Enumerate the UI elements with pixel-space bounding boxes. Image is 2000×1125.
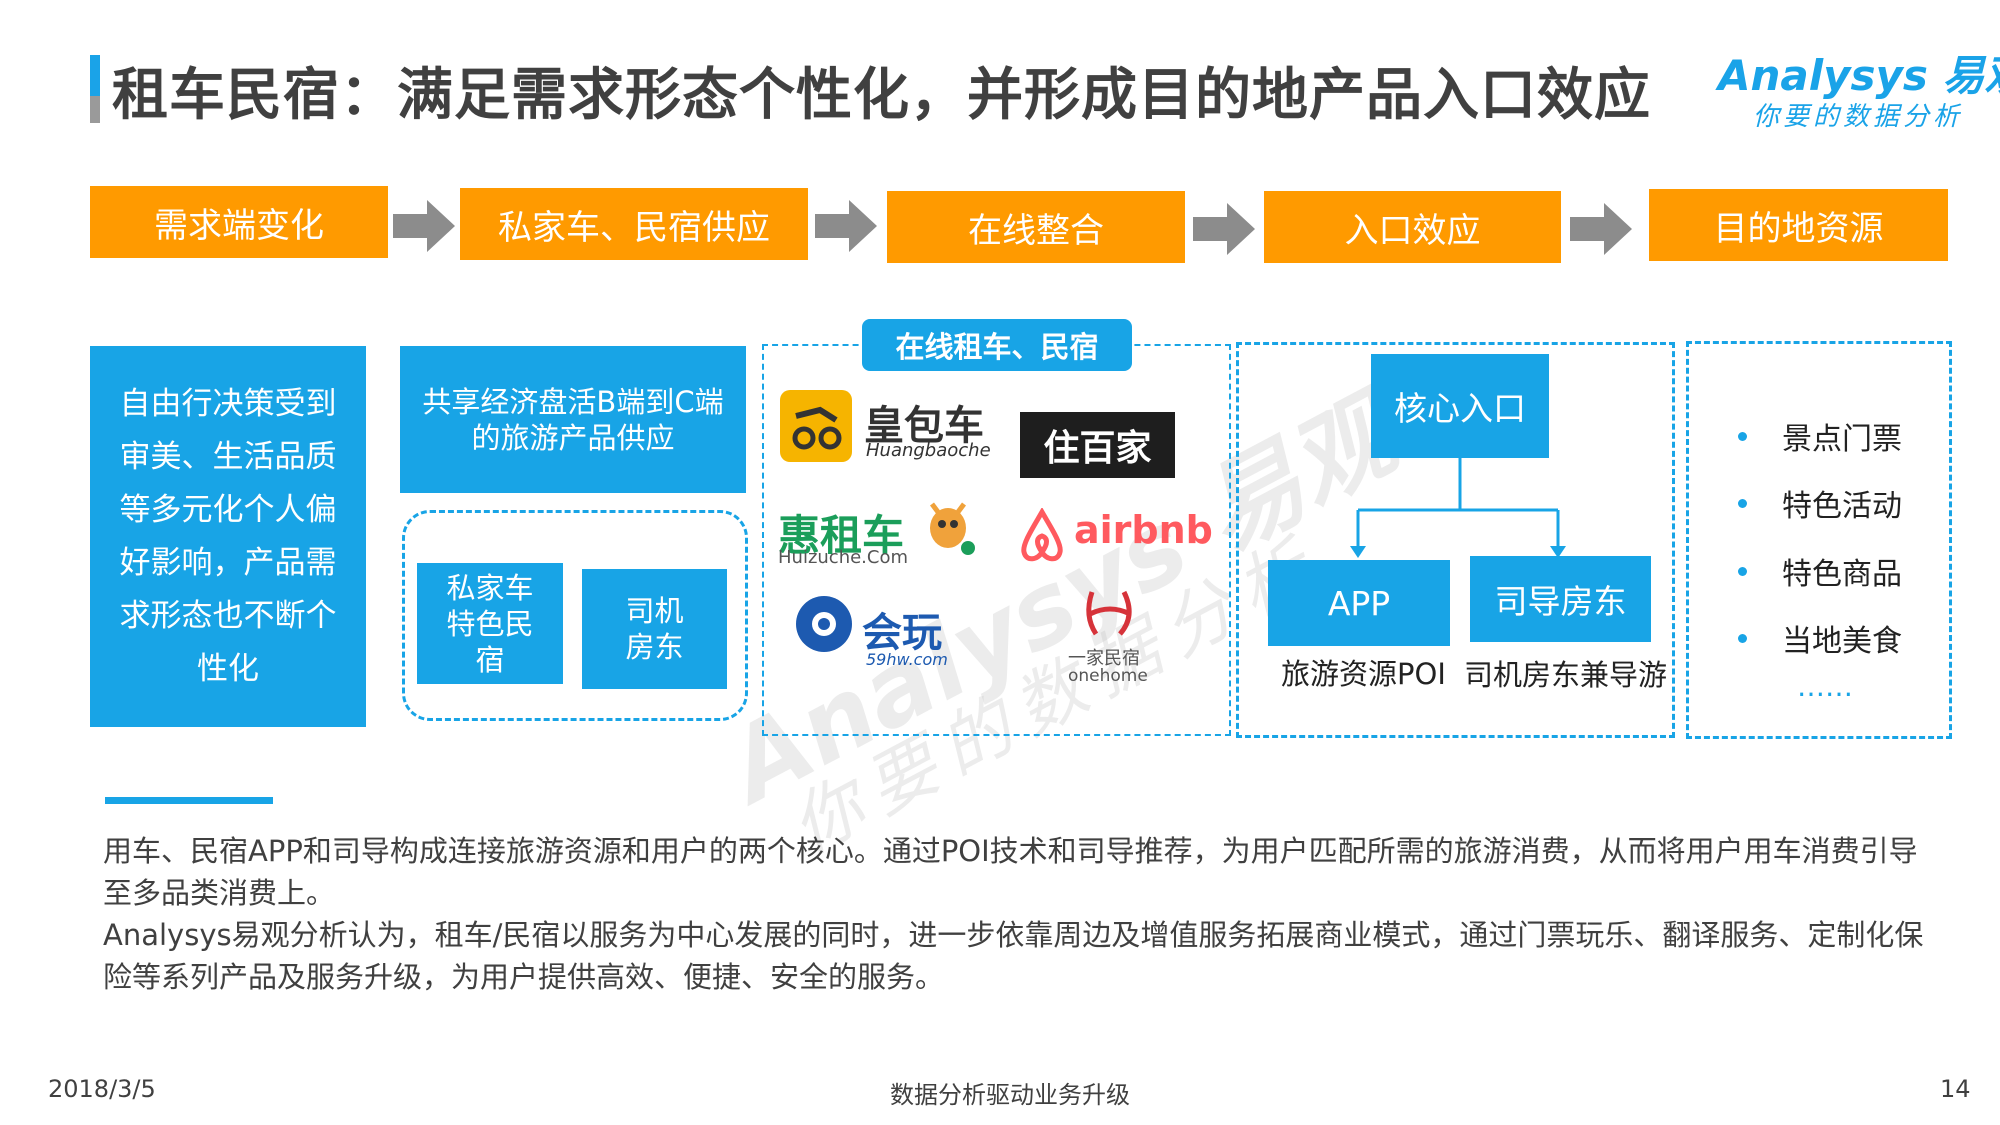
analysys-logo: Analysys 易观 (1718, 51, 2000, 100)
summary-paragraph-2: Analysys易观分析认为，租车/民宿以服务为中心发展的同时，进一步依靠周边及… (103, 918, 1924, 994)
huangbaoche-logo-icon (780, 390, 852, 462)
destination-resources-group (1686, 341, 1952, 739)
step-online-integration: 在线整合 (887, 191, 1185, 263)
onehome-name: 一家民宿 (1068, 648, 1140, 669)
summary-accent-line (105, 797, 273, 804)
app-caption: 旅游资源POI (1281, 657, 1446, 691)
driver-guide-box: 司导房东 (1470, 556, 1651, 642)
page-number: 14 (1940, 1075, 1971, 1103)
step-demand-change: 需求端变化 (90, 186, 388, 258)
huizuche-name: 惠租车 (778, 511, 905, 560)
arrow-right-icon (815, 200, 877, 252)
supply-group (402, 510, 748, 721)
entry-effect-group (1236, 342, 1675, 738)
huiwan-name: 会玩 (862, 610, 942, 656)
bullet-icon (1738, 498, 1747, 508)
huizuche-en: Huizuche.Com (778, 547, 909, 568)
huiwan-en: 59hw.com (866, 650, 948, 669)
online-platforms-label: 在线租车、民宿 (862, 319, 1132, 371)
airbnb-name: airbnb (1074, 508, 1213, 552)
resource-item: 景点门票 (1738, 414, 1902, 458)
onehome-en: onehome (1068, 666, 1148, 686)
private-car-homestay-box: 私家车 特色民 宿 (417, 563, 563, 684)
footer-slogan: 数据分析驱动业务升级 (890, 1081, 1130, 1109)
huangbaoche-en: Huangbaoche (866, 440, 991, 461)
resource-item: 当地美食 (1738, 616, 1902, 660)
arrow-right-icon (1570, 203, 1632, 255)
resource-item: 特色活动 (1738, 481, 1902, 525)
title-accent-bar (90, 55, 100, 123)
connector-lines (1350, 458, 1566, 558)
huiwan-logo-icon (796, 596, 852, 652)
step-entry-effect: 入口效应 (1264, 191, 1561, 263)
app-box: APP (1268, 560, 1450, 646)
page-title: 租车民宿：满足需求形态个性化，并形成目的地产品入口效应 (112, 63, 1651, 128)
bullet-icon (1738, 431, 1747, 441)
onehome-logo-icon (1086, 590, 1132, 636)
arrow-right-icon (1193, 203, 1255, 255)
driver-caption: 司机房东兼导游 (1464, 658, 1668, 692)
huangbaoche-name: 皇包车 (864, 403, 984, 449)
bullet-icon (1738, 633, 1747, 643)
giraffe-icon (930, 502, 975, 555)
core-entry-box: 核心入口 (1371, 354, 1549, 458)
airbnb-logo-icon (1021, 508, 1063, 562)
summary-paragraph-1: 用车、民宿APP和司导构成连接旅游资源和用户的两个核心。通过POI技术和司导推荐… (103, 834, 1918, 910)
driver-landlord-box: 司机 房东 (582, 569, 727, 689)
bullet-icon (1738, 566, 1747, 576)
arrow-right-icon (393, 200, 455, 252)
sharing-economy-box: 共享经济盘活B端到C端 的旅游产品供应 (400, 346, 746, 493)
footer-date: 2018/3/5 (48, 1075, 156, 1103)
step-supply: 私家车、民宿供应 (460, 188, 808, 260)
resources-more: …… (1797, 670, 1853, 703)
demand-description-box: 自由行决策受到 审美、生活品质 等多元化个人偏 好影响，产品需 求形态也不断个 … (90, 346, 366, 727)
zhubaijia-logo: 住百家 (1020, 412, 1175, 478)
resource-item: 特色商品 (1738, 549, 1902, 593)
step-destination-resources: 目的地资源 (1649, 189, 1948, 261)
logo-slogan: 你要的数据分析 (1753, 102, 1964, 132)
